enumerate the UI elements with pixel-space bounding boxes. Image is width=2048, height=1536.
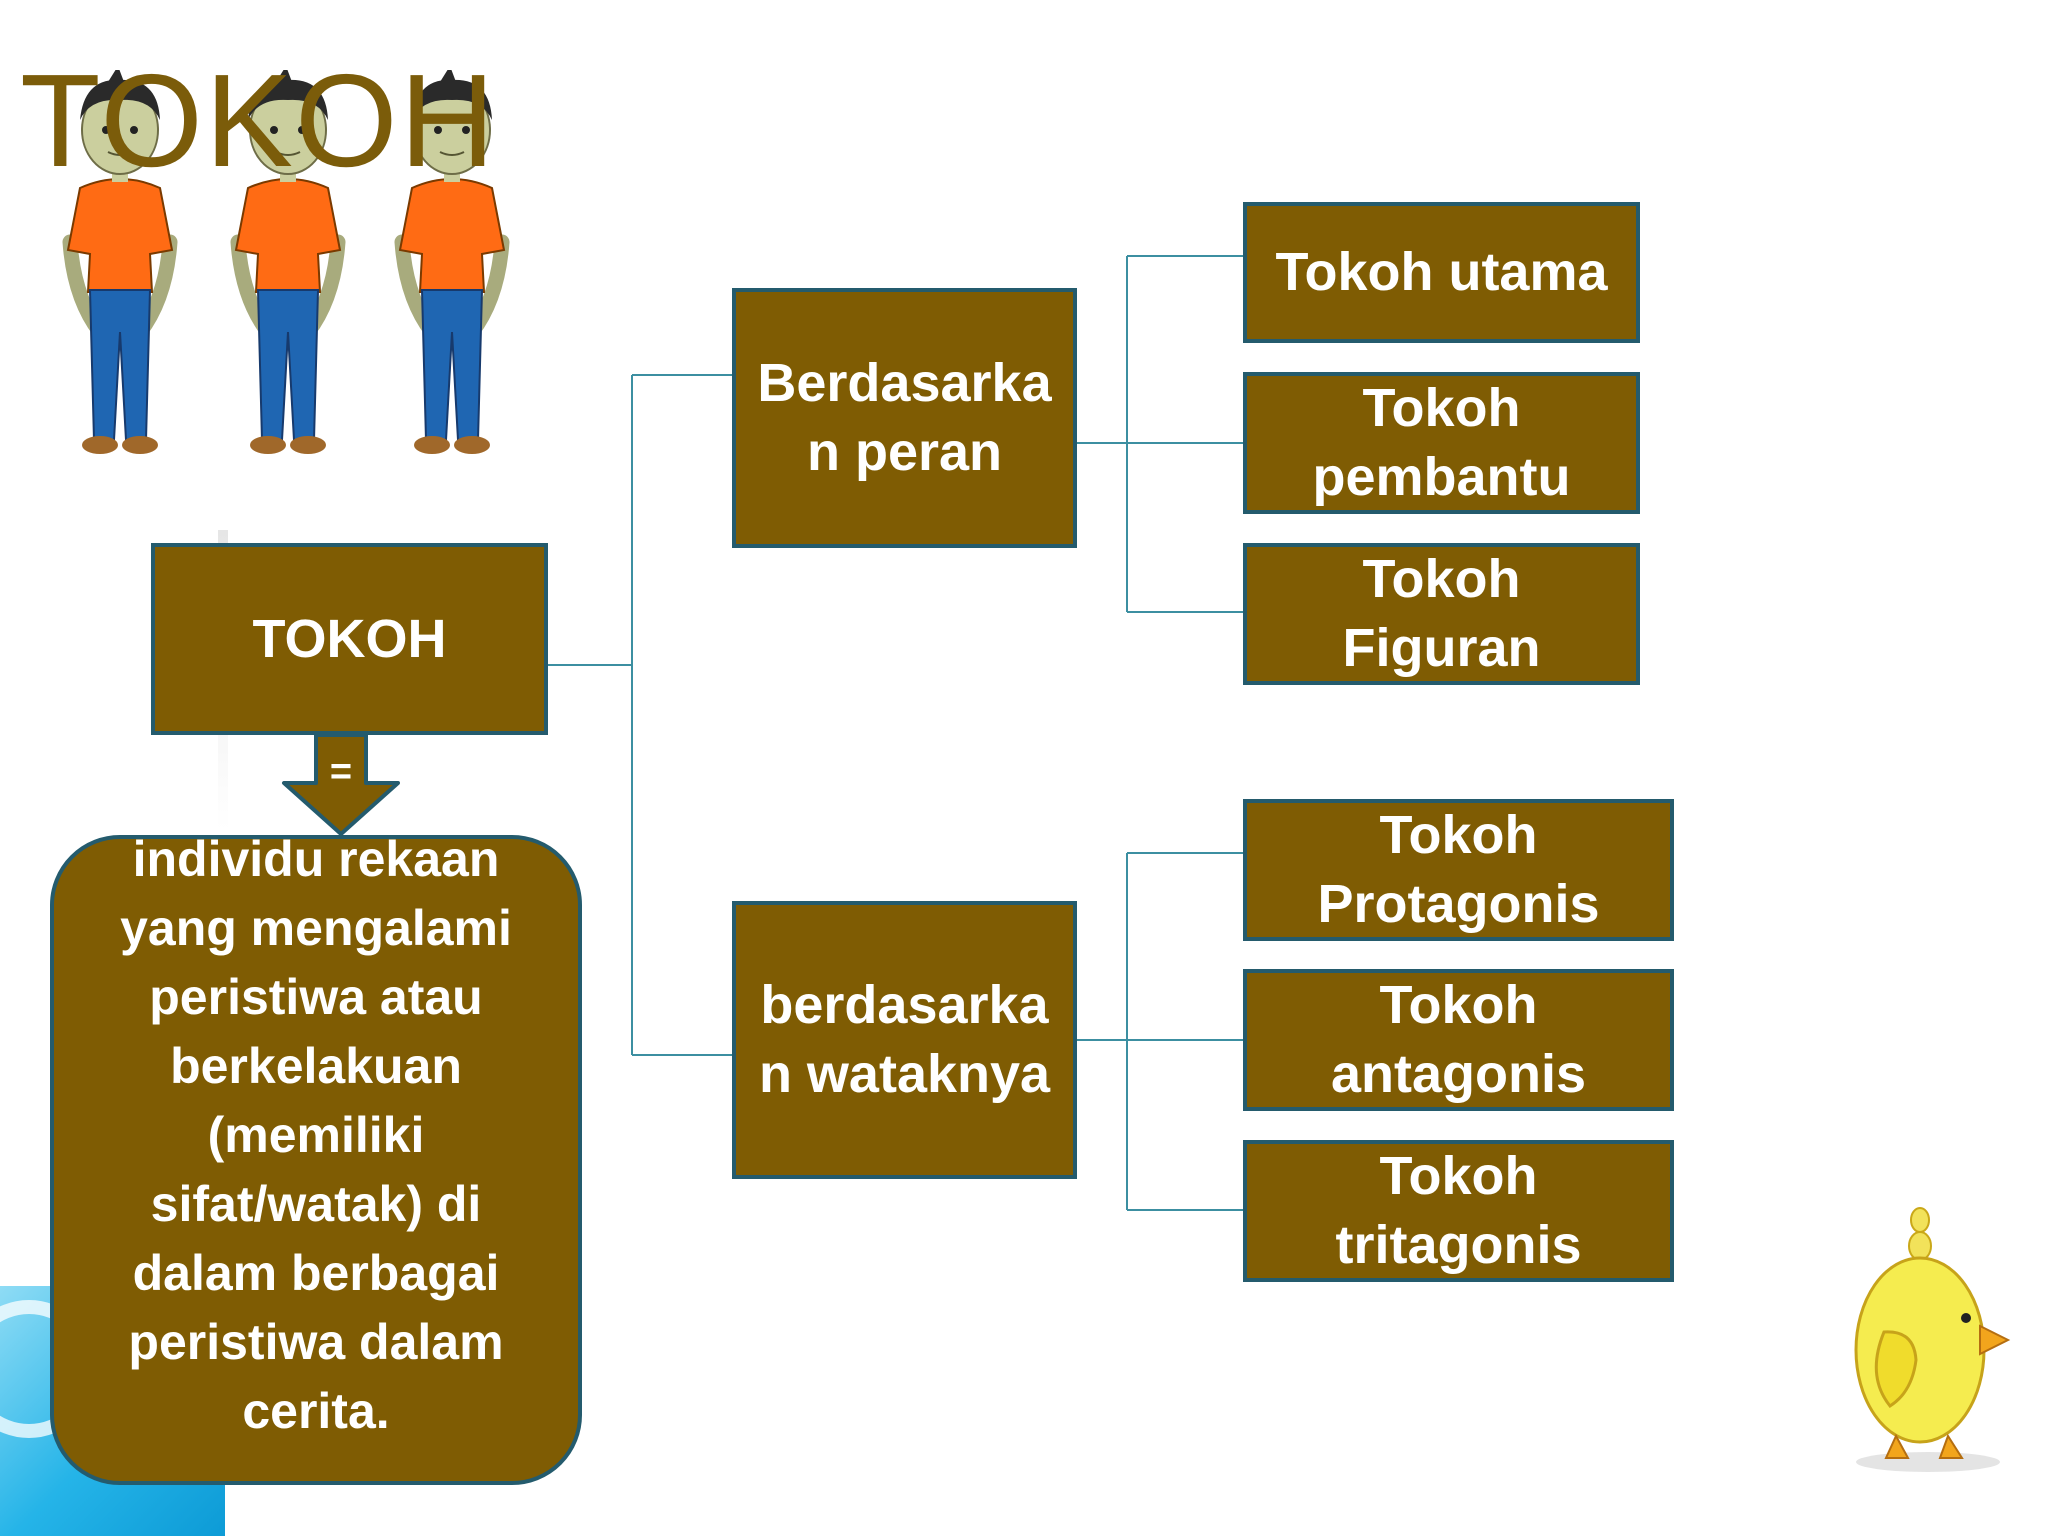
node-tokoh-label: TOKOH — [252, 609, 447, 669]
node-tokoh-figuran: Tokoh Figuran — [1243, 543, 1640, 685]
node-tokoh-tritagonis-label: Tokoh tritagonis — [1335, 1146, 1582, 1275]
node-berdasarkan-peran: Berdasarkan peran — [732, 288, 1077, 548]
down-arrow-icon — [282, 733, 400, 836]
node-tokoh-protagonis: Tokoh Protagonis — [1243, 799, 1674, 941]
node-tokoh-antagonis-label: Tokoh antagonis — [1330, 975, 1587, 1104]
node-tokoh: TOKOH — [151, 543, 548, 735]
node-tokoh-utama: Tokoh utama — [1243, 202, 1640, 343]
node-berdasarkan-wataknya-label: berdasarkan wataknya — [758, 975, 1051, 1104]
node-tokoh-protagonis-label: Tokoh Protagonis — [1317, 805, 1600, 934]
slide-title: TOKOH — [20, 47, 497, 194]
node-berdasarkan-peran-label: Berdasarkan peran — [757, 353, 1052, 482]
node-tokoh-utama-label: Tokoh utama — [1275, 242, 1608, 302]
definition-box: individu rekaan yang mengalami peristiwa… — [50, 835, 582, 1485]
node-berdasarkan-wataknya: berdasarkan wataknya — [732, 901, 1077, 1179]
arrow-equals-label: = — [329, 751, 353, 793]
node-tokoh-pembantu-label: Tokoh pembantu — [1312, 378, 1571, 507]
definition-text: individu rekaan yang mengalami peristiwa… — [120, 835, 512, 1439]
yellow-chick-illustration — [1854, 1207, 2011, 1472]
node-tokoh-pembantu: Tokoh pembantu — [1243, 372, 1640, 514]
node-tokoh-tritagonis: Tokoh tritagonis — [1243, 1140, 1674, 1282]
node-tokoh-antagonis: Tokoh antagonis — [1243, 969, 1674, 1111]
node-tokoh-figuran-label: Tokoh Figuran — [1342, 549, 1541, 678]
